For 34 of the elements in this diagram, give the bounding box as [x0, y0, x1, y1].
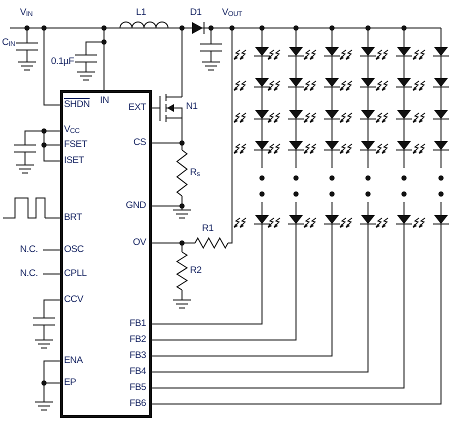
pin-label: FB4 [129, 367, 146, 376]
pin-label: CS [133, 138, 146, 148]
pin-note: N.C. [20, 245, 38, 254]
pin-label: ENA [64, 356, 83, 366]
component-label: L1 [136, 8, 146, 18]
pin-label: IN [100, 96, 109, 106]
pin-label: FB5 [129, 383, 146, 392]
pin-label: CPLL [64, 269, 87, 278]
pin-label: ISET [64, 156, 84, 166]
pin-label: BRT [64, 213, 82, 222]
component-label: R$_{s}$ [190, 168, 200, 178]
ic-chip [60, 90, 152, 418]
pin-label: FB3 [129, 351, 146, 360]
component-label: 0.1µF [51, 57, 74, 66]
pin-label: FB6 [129, 399, 146, 408]
pin-label: FB1 [129, 319, 146, 328]
pin-label: OV [132, 238, 146, 248]
pin-label: FSET [64, 140, 88, 150]
pin-label: CCV [64, 295, 84, 304]
pin-label: EXT [128, 103, 146, 112]
component-label: C$_{IN}$ [2, 38, 15, 48]
component-label: R2 [190, 266, 202, 276]
pin-label: FB2 [129, 335, 146, 344]
pin-note: N.C. [20, 269, 38, 278]
net-label: V$_{IN}$ [20, 8, 32, 18]
pin-label: SHDN [64, 100, 90, 110]
component-label: R1 [202, 224, 214, 234]
pin-label: V$_{CC}$ [64, 125, 80, 135]
net-label: V$_{OUT}$ [222, 8, 242, 18]
component-label: D1 [190, 8, 202, 18]
component-label: N1 [186, 102, 198, 112]
pin-label: GND [126, 201, 146, 210]
pin-label: OSC [64, 245, 84, 254]
pin-label: EP [64, 378, 76, 388]
